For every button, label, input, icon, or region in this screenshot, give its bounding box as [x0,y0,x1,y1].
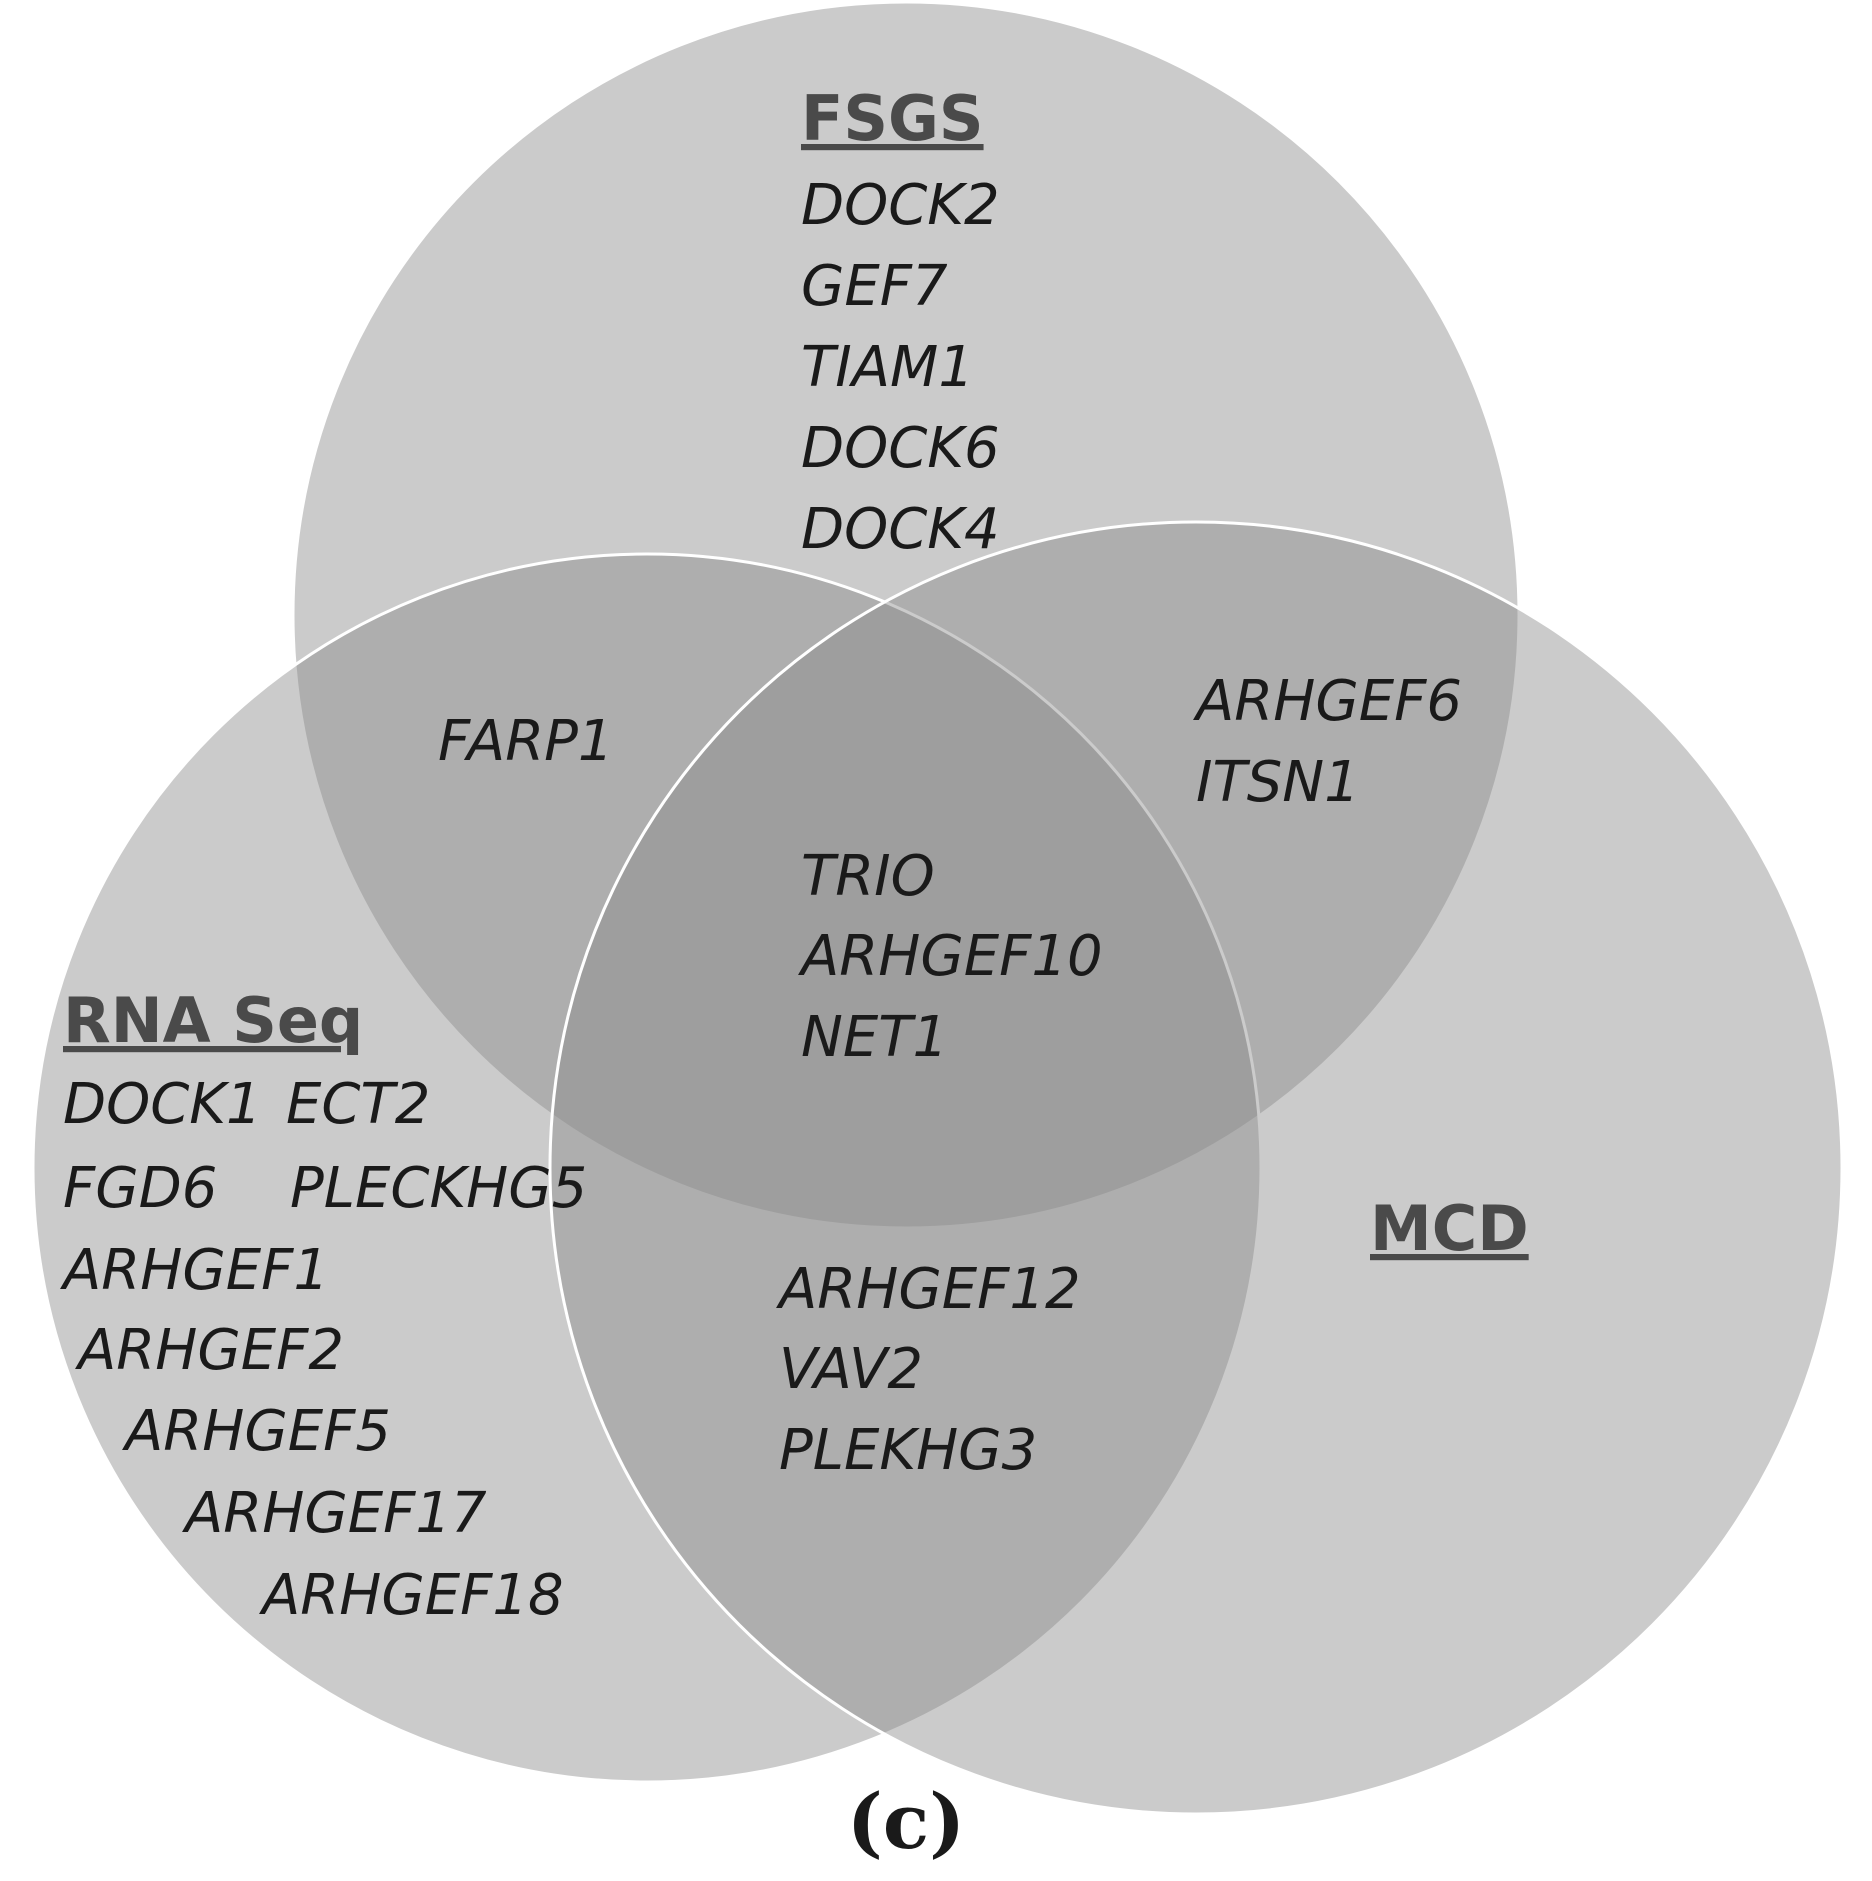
rna-seq-gene: ARHGEF18 [259,1563,564,1628]
all-sets-gene: ARHGEF10 [798,924,1103,989]
rna-mcd-gene: VAV2 [779,1337,923,1402]
fsgs-mcd-gene: ITSN1 [1196,750,1360,815]
rna-seq-gene: DOCK1 [63,1072,262,1137]
fsgs-mcd-gene: ARHGEF6 [1193,669,1462,734]
rna-seq-gene: ECT2 [286,1072,430,1137]
rna-seq-circle [31,552,1263,1784]
rna-seq-title: RNA Seq [63,984,363,1057]
mcd-title: MCD [1370,1192,1529,1265]
all-sets-gene: NET1 [801,1005,948,1070]
fsgs-title: FSGS [801,82,984,155]
rna-seq-gene: ARHGEF17 [182,1481,487,1546]
rna-seq-gene: ARHGEF5 [122,1399,391,1464]
rna-mcd-gene: ARHGEF12 [776,1257,1081,1322]
rna-seq-gene: FGD6 [63,1156,217,1221]
mcd-circle [548,520,1844,1816]
rna-seq-gene: PLECKHG5 [290,1156,587,1221]
fsgs-gene: DOCK4 [801,497,1000,562]
fsgs-gene: DOCK2 [801,173,1000,238]
rna-mcd-gene: PLEKHG3 [779,1418,1037,1483]
fsgs-gene: DOCK6 [801,416,1000,481]
rna-seq-gene: ARHGEF2 [75,1318,344,1383]
rna-seq-gene: ARHGEF1 [60,1238,329,1303]
fsgs-rna-gene: FARP1 [438,709,614,774]
fsgs-gene: TIAM1 [801,335,974,400]
panel-label: (c) [847,1777,965,1866]
fsgs-gene: GEF7 [801,254,948,319]
all-sets-gene: TRIO [801,844,935,909]
